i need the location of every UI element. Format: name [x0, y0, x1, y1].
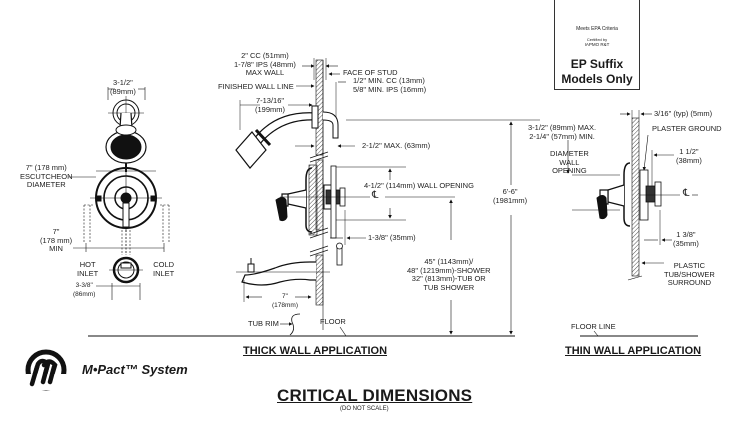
thick-wall-drawing — [88, 58, 540, 337]
certified-by-text: Certified by — [586, 37, 608, 42]
dim-desc: MIN — [49, 244, 63, 253]
dim-line: 45" (1143mm)/ — [424, 257, 474, 266]
dim-desc: DIAMETER — [26, 180, 66, 189]
diameter-wall-opening-label: DIAMETER WALL OPENING — [550, 149, 589, 176]
tub-spout-side-icon — [236, 258, 330, 286]
tub-rim-label: TUB RIM — [248, 319, 279, 328]
thick-wall-header: THICK WALL APPLICATION — [243, 345, 388, 357]
label-line: WALL — [559, 157, 580, 167]
finished-wall-line-label: FINISHED WALL LINE — [218, 82, 294, 91]
shower-width-dim: 3-1/2" (89mm) — [110, 78, 136, 96]
hot-inlet-label: HOT INLET — [77, 260, 99, 278]
min-spacing-label: 7" (178 mm) MIN — [40, 227, 73, 254]
meets-epa-criteria-text: Meets EPA Criteria — [576, 26, 618, 32]
cold-inlet-label: COLD INLET — [153, 260, 175, 278]
dim-metric: (38mm) — [676, 155, 702, 165]
dim-line: 2-1/4" (57mm) MIN. — [529, 131, 595, 141]
dim-line: 1/2" MIN. CC (13mm) — [353, 76, 425, 85]
ep-suffix-label: EP Suffix Models Only — [555, 57, 639, 87]
m-pact-logo-icon — [25, 349, 67, 391]
dim-metric: (178mm) — [272, 301, 299, 309]
floor-line-label: FLOOR LINE — [571, 322, 616, 331]
plaster-ground-label: PLASTER GROUND — [652, 124, 722, 133]
dim-metric: (1981mm) — [493, 195, 528, 205]
dim-imperial: 1 3/8" — [676, 230, 696, 239]
label-line: HOT — [79, 260, 96, 269]
dim-line: 3-1/2" (89mm) MAX. — [528, 123, 597, 132]
spout-reach-dim: 7" (178mm) — [272, 293, 298, 310]
cc-ips-max-wall-dim: 2" CC (51mm) 1-7/8" IPS (48mm) MAX WALL — [234, 51, 296, 78]
label-line: DIAMETER — [550, 149, 589, 158]
label-line: OPENING — [552, 166, 587, 175]
overall-height-dim: 6'-6" (1981mm) — [493, 187, 528, 205]
surround-thickness-dim: 3/16" (typ) (5mm) — [654, 109, 713, 118]
thin-wall-header: THIN WALL APPLICATION — [565, 345, 702, 357]
brand-name: M•Pact™ System — [82, 362, 188, 377]
ep-suffix-line2: Models Only — [561, 72, 633, 86]
valve-depth-dim: 1-3/8" (35mm) — [368, 233, 416, 242]
centerline-symbol: ℄ — [372, 190, 379, 201]
dim-imperial: 7" — [52, 227, 60, 236]
dim-line: 32" (813mm)-TUB OR — [411, 274, 486, 283]
valve-trim-side-icon — [275, 164, 346, 239]
dim-metric: (178 mm) — [40, 235, 73, 245]
min-cc-ips-dim: 1/2" MIN. CC (13mm) 5/8" MIN. IPS (16mm) — [353, 76, 427, 94]
dim-metric: (35mm) — [673, 238, 699, 248]
dim-imperial: 3-3/8" — [75, 282, 93, 289]
thin-centerline-symbol: ℄ — [683, 188, 690, 199]
dim-metric: (89mm) — [110, 86, 136, 96]
dim-imperial: 6'-6" — [502, 187, 518, 196]
dim-line: 5/8" MIN. IPS (16mm) — [353, 84, 427, 94]
arm-reach-dim: 7-13/16" (199mm) — [255, 96, 286, 114]
dim-line: 48" (1219mm)-SHOWER — [407, 265, 491, 275]
dim-metric: (199mm) — [255, 104, 286, 114]
depth-b-dim: 1 3/8" (35mm) — [673, 230, 699, 248]
dim-line: 2" CC (51mm) — [241, 51, 289, 60]
dim-imperial: 1 1/2" — [679, 147, 699, 156]
escutcheon-diameter-label: 7" (178 mm) ESCUTCHEON DIAMETER — [20, 163, 73, 190]
thin-wall-drawing — [566, 110, 698, 337]
dim-desc: ESCUTCHEON — [20, 171, 73, 181]
tub-spout-front-icon — [109, 256, 143, 284]
dim-line: MAX WALL — [245, 68, 285, 77]
dim-metric: (86mm) — [73, 290, 96, 298]
page-subtitle: (DO NOT SCALE) — [340, 406, 389, 412]
face-of-stud-label: FACE OF STUD — [343, 68, 398, 77]
label-line: TUB/SHOWER — [664, 269, 715, 279]
front-view — [68, 87, 170, 300]
dim-imperial: 7" (178 mm) — [25, 163, 67, 172]
dim-imperial: 7" — [282, 293, 288, 300]
ep-suffix-badge: Meets EPA Criteria Certified by IAPMO R&… — [554, 0, 640, 90]
floor-label: FLOOR — [320, 317, 346, 326]
wall-opening-dim: 4-1/2" (114mm) WALL OPENING — [364, 181, 474, 190]
dim-line: 1-7/8" IPS (48mm) — [234, 59, 296, 69]
shower-head-icon — [105, 124, 147, 164]
label-line: PLASTIC — [673, 261, 706, 270]
label-line: INLET — [77, 268, 99, 278]
valve-height-dim: 45" (1143mm)/ 48" (1219mm)-SHOWER 32" (8… — [407, 257, 491, 292]
label-line: SURROUND — [667, 278, 712, 287]
shower-arm-side-icon — [235, 105, 339, 169]
label-line: INLET — [153, 268, 175, 278]
thin-wall-valve-icon — [596, 162, 662, 227]
max-depth-dim: 2-1/2" MAX. (63mm) — [362, 141, 431, 150]
certifier-text: IAPMO R&T — [584, 42, 610, 47]
label-line: COLD — [153, 260, 175, 269]
depth-a-dim: 1 1/2" (38mm) — [676, 147, 702, 165]
escutcheon-plate-icon — [90, 165, 162, 232]
dim-line: TUB SHOWER — [423, 282, 475, 292]
plastic-surround-label: PLASTIC TUB/SHOWER SURROUND — [664, 261, 715, 288]
dim-imperial: 7-13/16" — [255, 96, 285, 105]
page-title: CRITICAL DIMENSIONS — [277, 386, 473, 405]
ep-suffix-line1: EP Suffix — [570, 57, 624, 71]
dim-imperial: 3-1/2" — [113, 78, 133, 87]
opening-range-dim: 3-1/2" (89mm) MAX. 2-1/4" (57mm) MIN. — [528, 123, 597, 141]
spout-width-dim: 3-3/8" (86mm) — [73, 282, 95, 299]
